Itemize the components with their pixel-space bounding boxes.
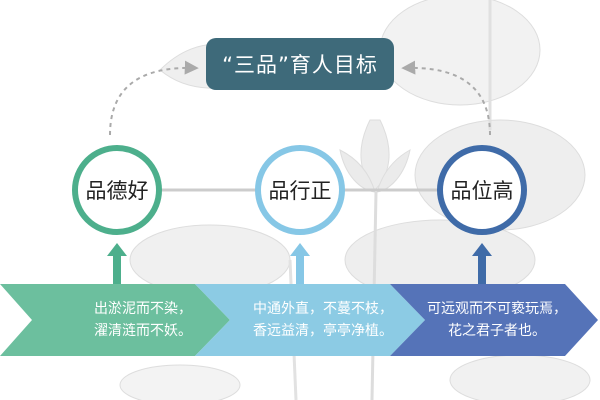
up-arrow-3 <box>472 243 492 284</box>
band-1-line-1: 出淤泥而不染， <box>94 301 192 317</box>
goal-title: “三品”育人目标 <box>206 38 394 90</box>
node-conduct: 品行正 <box>255 145 345 235</box>
band-2-line-1: 中通外直，不蔓不枝， <box>253 301 393 317</box>
band-2-line-2: 香远益清，亭亭净植。 <box>253 323 393 339</box>
band-1-line-2: 濯清涟而不妖。 <box>94 323 192 339</box>
dashed-arrow-left <box>109 60 199 136</box>
band-text-2: 中通外直，不蔓不枝， 香远益清，亭亭净植。 <box>238 284 408 356</box>
up-arrow-2 <box>290 243 310 284</box>
band-text-1: 出淤泥而不染， 濯清涟而不妖。 <box>58 284 228 356</box>
band-text-3: 可远观而不可亵玩焉， 花之君子者也。 <box>412 284 582 356</box>
band-arrow-3 <box>390 284 598 356</box>
node-taste: 品位高 <box>437 145 527 235</box>
node-virtue: 品德好 <box>72 145 162 235</box>
up-arrow-1 <box>107 243 127 284</box>
band-3-line-2: 花之君子者也。 <box>448 323 546 339</box>
band-3-line-1: 可远观而不可亵玩焉， <box>427 301 567 317</box>
band-arrow-2 <box>195 284 425 356</box>
band-arrow-1 <box>0 284 230 356</box>
dashed-arrow-right <box>401 60 491 136</box>
